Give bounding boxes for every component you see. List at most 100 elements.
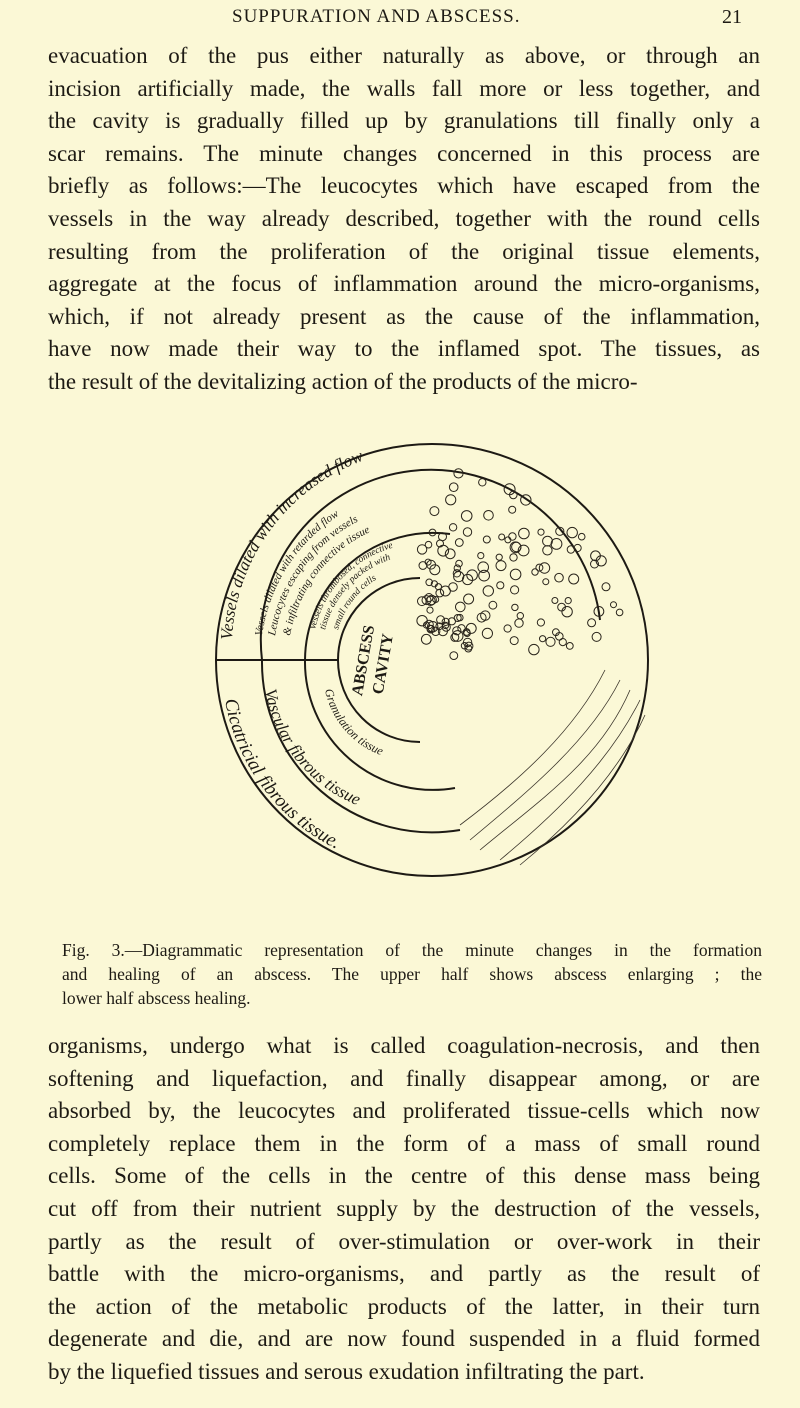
cell — [577, 532, 586, 541]
cell — [463, 629, 471, 638]
cell — [542, 578, 550, 586]
cell — [482, 535, 491, 544]
cell — [425, 595, 436, 607]
ring-2 — [259, 468, 601, 661]
cell — [558, 638, 567, 647]
cell — [517, 544, 530, 557]
cell — [448, 482, 459, 493]
figure-caption: Fig. 3.—Diagrammatic representation of t… — [62, 938, 762, 1010]
cell — [518, 527, 530, 540]
cell — [445, 494, 457, 506]
cell — [555, 526, 565, 536]
cell — [456, 613, 464, 622]
running-title: SUPPURATION AND ABSCESS. — [232, 6, 521, 27]
text-line: battle with the micro-organisms, and par… — [48, 1261, 760, 1287]
text-line: aggregate at the focus of inflammation a… — [48, 271, 760, 297]
text-line: partly as the result of over-stimulation… — [48, 1228, 760, 1254]
cell — [478, 569, 491, 582]
text-line: absorbed by, the leucocytes and prolifer… — [48, 1098, 760, 1124]
cell — [610, 601, 617, 609]
cell — [477, 561, 490, 574]
cell — [420, 633, 432, 645]
cell — [430, 580, 438, 588]
cell — [591, 631, 602, 642]
text-line: scar remains. The minute changes concern… — [48, 140, 760, 166]
running-header: SUPPURATION AND ABSCESS. 21 — [0, 6, 800, 36]
cell — [495, 553, 503, 561]
cell — [424, 619, 434, 630]
cell — [478, 478, 487, 487]
cell — [436, 615, 446, 625]
text-line: which, if not already present as the cau… — [48, 303, 760, 329]
cell — [509, 553, 518, 562]
cell — [516, 612, 524, 620]
cell — [488, 600, 498, 610]
cell — [566, 526, 578, 539]
cell — [483, 510, 494, 521]
cell — [504, 536, 512, 544]
cell — [463, 593, 475, 605]
cell — [450, 632, 460, 642]
paragraph-1: evacuation of the pus either naturally a… — [48, 40, 760, 399]
cell — [429, 564, 441, 576]
cell — [444, 548, 456, 560]
cell — [437, 544, 450, 557]
text-line: by the liquefied tissues and serous exud… — [48, 1358, 645, 1384]
text-line: degenerate and die, and are now found su… — [48, 1326, 760, 1352]
cell — [536, 618, 546, 627]
cell — [416, 544, 428, 555]
text-line: evacuation of the pus either naturally a… — [48, 43, 760, 68]
cell — [503, 483, 516, 496]
text-line: briefly as follows:—The leucocytes which… — [48, 173, 760, 199]
cell — [452, 569, 462, 578]
cell — [509, 585, 520, 595]
cell — [421, 595, 432, 606]
cell — [528, 643, 540, 656]
cell — [454, 538, 464, 547]
cell — [538, 562, 551, 574]
cell — [426, 624, 435, 633]
cell — [566, 545, 576, 554]
cell — [426, 594, 437, 606]
cell — [426, 606, 434, 614]
cell — [424, 540, 433, 549]
cell — [511, 603, 519, 612]
cell — [428, 528, 437, 537]
cell — [573, 543, 582, 553]
cell — [590, 559, 599, 569]
cell — [480, 610, 491, 621]
cell — [432, 596, 440, 603]
cell — [431, 626, 441, 636]
text-line: completely replace them in the form of a… — [48, 1130, 760, 1156]
text-line: resulting from the proliferation of the … — [48, 238, 760, 264]
cell — [477, 552, 485, 560]
text-line: cut off from their nutrient supply by th… — [48, 1195, 760, 1221]
cell — [465, 622, 477, 634]
cell — [509, 568, 522, 581]
cell — [448, 523, 458, 532]
cell — [587, 618, 597, 628]
cell — [449, 651, 459, 660]
cell — [462, 573, 474, 586]
cell — [554, 572, 564, 583]
cell — [552, 628, 560, 637]
cell — [451, 630, 464, 642]
cell-mass — [416, 468, 624, 660]
cell — [565, 642, 574, 650]
paragraph-2: organisms, undergo what is called coagul… — [48, 1030, 760, 1389]
cell — [462, 637, 473, 648]
cell — [531, 568, 539, 576]
cell — [542, 545, 553, 556]
cell — [482, 585, 494, 597]
cell — [545, 636, 556, 647]
text-line: vessels in the way already described, to… — [48, 205, 760, 231]
cell — [601, 582, 611, 592]
cell — [481, 627, 493, 640]
cell — [509, 541, 522, 554]
ring-3 — [304, 531, 451, 661]
cell — [452, 626, 462, 636]
cell — [498, 533, 506, 541]
text-line: softening and liquefaction, and finally … — [48, 1065, 760, 1091]
cell — [448, 582, 458, 592]
cell — [466, 569, 478, 582]
